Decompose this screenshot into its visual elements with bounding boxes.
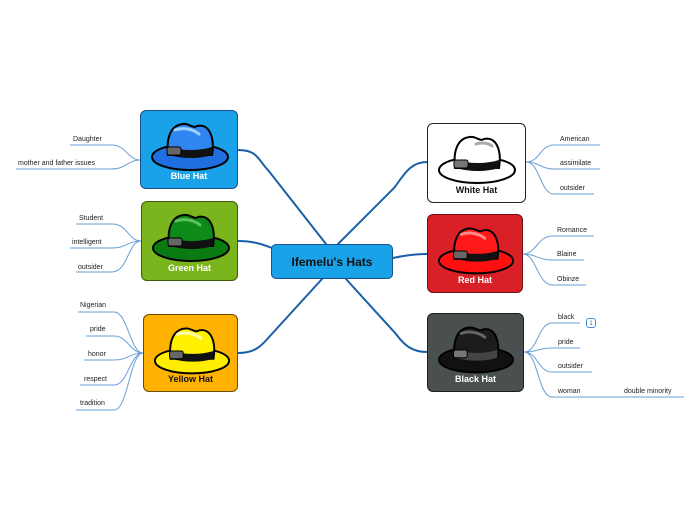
black-hat-icon [437, 326, 515, 374]
yellow-hat-node[interactable]: Yellow Hat [143, 314, 238, 392]
leaf-red-2[interactable]: Obinze [557, 276, 580, 283]
red-hat-icon [437, 227, 515, 275]
green-hat-icon [152, 213, 230, 262]
leaf-blue-0[interactable]: Daughter [73, 136, 102, 143]
red-hat-label: Red Hat [457, 275, 492, 285]
leaf-green-2[interactable]: outsider [78, 264, 103, 271]
leaf-yellow-4[interactable]: tradition [80, 400, 105, 407]
leaf-yellow-1[interactable]: pride [90, 326, 106, 333]
black-hat-node[interactable]: Black Hat [427, 313, 524, 392]
leaf-white-1[interactable]: assimilate [560, 160, 592, 167]
white-hat-node[interactable]: White Hat [427, 123, 526, 203]
blue-hat-label: Blue Hat [170, 171, 208, 181]
leaf-green-0[interactable]: Student [79, 215, 104, 222]
leaf-black-1[interactable]: pride [558, 339, 574, 346]
leaf-green-1[interactable]: intelligent [72, 239, 102, 246]
leaf-yellow-0[interactable]: Nigerian [80, 302, 107, 309]
leaf-black-3[interactable]: woman [558, 388, 581, 395]
blue-hat-icon [151, 122, 229, 171]
white-hat-label: White Hat [455, 185, 498, 195]
green-hat-node[interactable]: Green Hat [141, 201, 238, 281]
red-hat-node[interactable]: Red Hat [427, 214, 523, 293]
black-hat-label: Black Hat [454, 374, 497, 384]
green-hat-label: Green Hat [167, 263, 211, 273]
leaf-yellow-3[interactable]: respect [84, 376, 107, 383]
leaf-red-1[interactable]: Blaine [557, 251, 577, 258]
leaf-white-2[interactable]: outsider [560, 185, 585, 192]
yellow-hat-label: Yellow Hat [167, 374, 213, 384]
central-topic-label: Ifemelu's Hats [291, 254, 373, 269]
central-topic[interactable]: Ifemelu's Hats [271, 244, 393, 279]
note-count-badge[interactable]: 1 [586, 318, 596, 328]
leaf-blue-1[interactable]: mother and father issues [18, 160, 96, 167]
leaf-red-0[interactable]: Romance [557, 227, 587, 234]
leaf-white-0[interactable]: American [560, 136, 590, 143]
leaf-yellow-2[interactable]: honor [88, 351, 106, 358]
white-hat-icon [438, 135, 516, 184]
yellow-hat-icon [153, 327, 231, 375]
leaf-black-2[interactable]: outsider [558, 363, 583, 370]
blue-hat-node[interactable]: Blue Hat [140, 110, 238, 189]
leaf-black-3-sub[interactable]: double minority [624, 388, 672, 395]
leaf-black-0[interactable]: black [558, 314, 575, 321]
